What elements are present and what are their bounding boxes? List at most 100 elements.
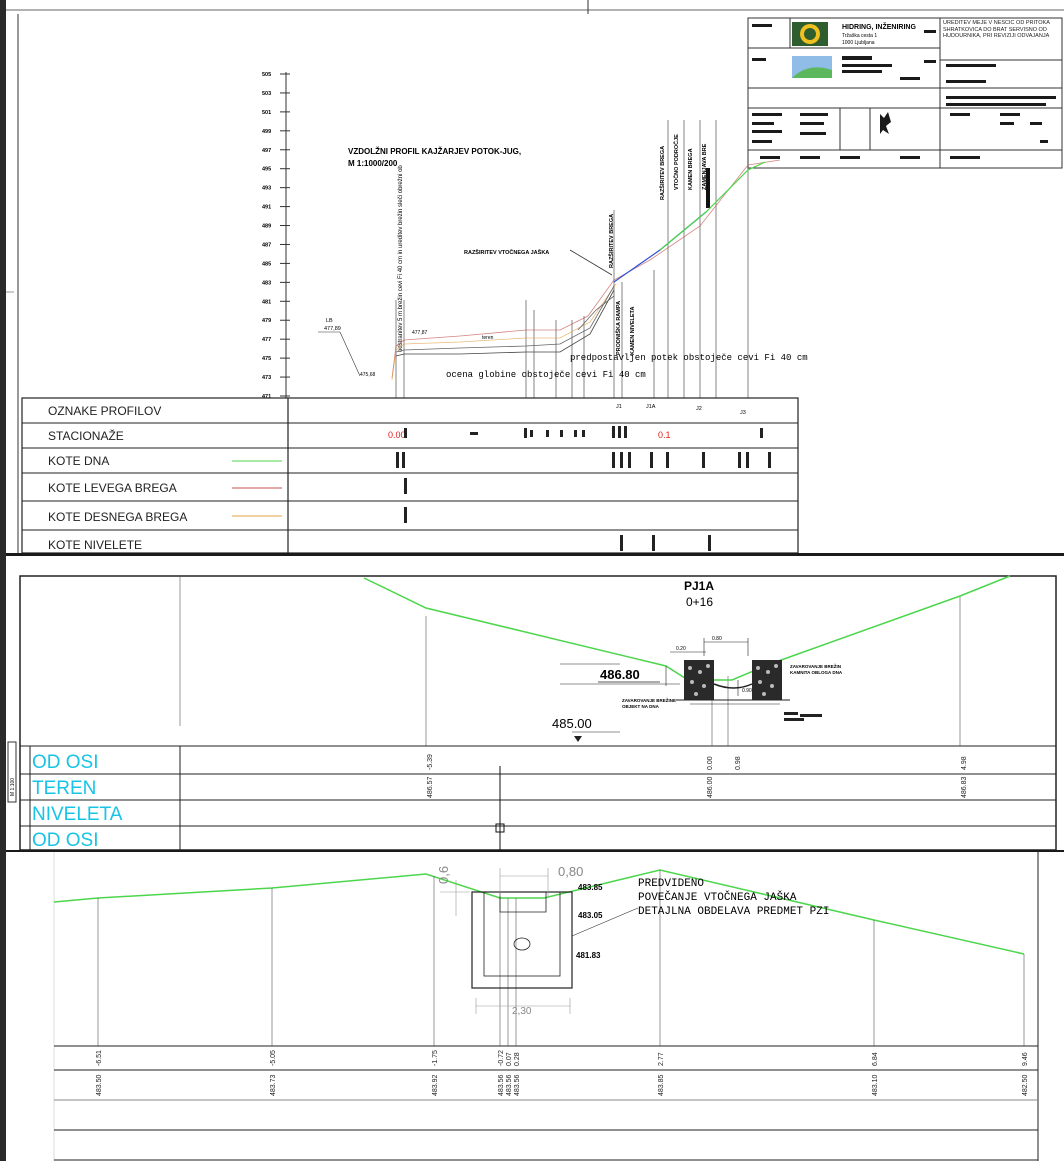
cross-section-pj1a-drawing: M 1:100 PJ1A 0+16 0.80 0.20 0.90 486 — [0, 556, 1064, 850]
dim-side: 0,6 — [436, 866, 451, 884]
svg-text:RAZŠIRITEV BREGA: RAZŠIRITEV BREGA — [607, 214, 615, 268]
label-bottom: KAMNITA OBLOGA DNA — [790, 670, 843, 675]
axis-tick-label: 477 — [262, 337, 271, 343]
axis-tick-label: 489 — [262, 224, 271, 230]
terrain-value: 483.56 — [498, 1074, 505, 1096]
axis-tick-label: 499 — [262, 129, 271, 135]
mark-j2: J2 — [696, 406, 702, 412]
offset-value: -0.72 — [498, 1050, 505, 1066]
note-line2: POVEČANJE VTOČNEGA JAŠKA — [638, 890, 797, 904]
cleaning-note: odstranitev 5 m brežin cevi Fi 40 cm in … — [398, 165, 404, 352]
axis-tick-label: 495 — [262, 167, 271, 173]
dim-top: 0,80 — [558, 864, 583, 879]
top-elevation: 486.80 — [600, 667, 640, 682]
svg-text:odstranitev 5 m brežin cevi Fi: odstranitev 5 m brežin cevi Fi 40 cm in … — [398, 165, 404, 352]
axis-tick-label: 505 — [262, 72, 271, 78]
project-description: UREDITEV MEJE V NEŠČIČ OD PRITOKA SHRATK… — [943, 20, 1050, 39]
terrain-value: 482.50 — [1022, 1074, 1029, 1096]
reference-elevation: 485.00 — [552, 716, 592, 731]
elev-c: 481.83 — [576, 951, 601, 960]
shaft-structure — [471, 891, 573, 989]
company-city: 1000 Ljubljana — [842, 40, 875, 46]
row-offset-2: OD OSI — [32, 830, 99, 850]
cross-section-pj1a-panel: M 1:100 PJ1A 0+16 0.80 0.20 0.90 486 — [0, 556, 1064, 852]
vertical-notes: RAZŠIRITEV BREGA PRODNIŠKA RAMPA KAMEN N… — [607, 134, 708, 355]
offset-value: -6.51 — [96, 1050, 103, 1066]
section-name: PJ1A — [684, 579, 714, 593]
shaft-table: -6.51483.50-5.05483.73-1.75483.92-0.7248… — [54, 1045, 1038, 1161]
row-profile-marks: OZNAKE PROFILOV — [48, 404, 161, 418]
profile-lines — [391, 159, 781, 381]
terrain-value: 483.85 — [658, 1074, 665, 1096]
left-elevation: 475,68 — [360, 372, 376, 378]
mark-j1: J1 — [616, 404, 622, 410]
planned-pipe-note: predpostavljen potek obstoječe cevi Fi 4… — [570, 353, 808, 363]
svg-text:M 1:100: M 1:100 — [10, 778, 16, 796]
shaft-detail-panel: 0,80 0,6 2,30 483.85 483.05 481.83 PREDV… — [0, 852, 1064, 1161]
axis-tick-label: 497 — [262, 148, 271, 154]
svg-text:VTOČNO PODROČJE: VTOČNO PODROČJE — [673, 134, 680, 190]
label-object: OBJEKT NA DNA — [622, 704, 660, 709]
terrain-value: 483.10 — [872, 1074, 879, 1096]
company-logo-icon — [792, 22, 828, 46]
shaft-detail-drawing: 0,80 0,6 2,30 483.85 483.05 481.83 PREDV… — [0, 852, 1064, 1161]
terrain-value: 483.73 — [270, 1074, 277, 1096]
station-start: 0.00 — [388, 430, 406, 440]
mid-elevation: 477,87 — [412, 330, 428, 336]
svg-text:PRODNIŠKA RAMPA: PRODNIŠKA RAMPA — [614, 301, 622, 355]
svg-text:0.98: 0.98 — [735, 756, 742, 770]
extension-note: RAZŠIRITEV VTOČNEGA JAŠKA — [464, 248, 549, 256]
offset-value: 0.07 — [506, 1052, 513, 1066]
redacted-fields — [752, 24, 1056, 159]
offset-value: -5.05 — [270, 1050, 277, 1066]
axis-tick-label: 471 — [262, 394, 271, 400]
elev-b: 483.05 — [578, 911, 603, 920]
axis-tick-label: 473 — [262, 375, 271, 381]
longitudinal-profile-drawing: HIDRING, INŽENIRING Tržaška cesta 1 1000… — [0, 0, 1064, 553]
offset-value: 0.28 — [514, 1052, 521, 1066]
svg-text:486.83: 486.83 — [961, 776, 968, 798]
svg-text:RAZŠIRITEV BREGA: RAZŠIRITEV BREGA — [658, 146, 666, 200]
dim-depth: 0.90 — [742, 688, 752, 694]
elev-a: 483.85 — [578, 883, 603, 892]
axis-tick-label: 487 — [262, 242, 271, 248]
svg-text:-5.39: -5.39 — [427, 754, 434, 770]
axis-tick-label: 475 — [262, 356, 271, 362]
row-grade: KOTE NIVELETE — [48, 538, 142, 552]
svg-text:KAMEN NIVELETA: KAMEN NIVELETA — [630, 306, 636, 355]
station-mid: 0.1 — [658, 430, 671, 440]
offset-value: -1.75 — [432, 1050, 439, 1066]
row-right-bank: KOTE DESNEGA BREGA — [48, 510, 187, 524]
cross-section-table: OD OSI TEREN NIVELETA OD OSI -5.39 0.00 … — [20, 745, 1056, 850]
profile-scale: M 1:1000/200 — [348, 159, 398, 168]
axis-tick-label: 503 — [262, 91, 271, 97]
elevation-axis: 5055035014994974954934914894874854834814… — [262, 72, 290, 400]
row-left-bank: KOTE LEVEGA BREGA — [48, 481, 177, 495]
axis-tick-label: 479 — [262, 318, 271, 324]
dim-wall: 0.20 — [676, 646, 686, 652]
profile-title: VZDOLŽNI PROFIL KAJŽARJEV POTOK-JUG, — [348, 147, 521, 156]
svg-text:ZAMENJAVA BRE: ZAMENJAVA BRE — [702, 143, 708, 190]
terrain-value: 483.92 — [432, 1074, 439, 1096]
depth-note: ocena globine obstoječe cevi Fi 40 cm — [446, 370, 646, 380]
svg-text:4.98: 4.98 — [961, 756, 968, 770]
mark-j3: J3 — [740, 410, 746, 416]
axis-tick-label: 483 — [262, 280, 271, 286]
terrain-label: teren — [482, 335, 494, 341]
elevation-marker-icon — [574, 736, 582, 742]
pipe-icon — [513, 937, 531, 951]
row-bottom-elev: KOTE DNA — [48, 454, 109, 468]
offset-value: 6.84 — [872, 1052, 879, 1066]
lb-elevation: 477,89 — [324, 326, 341, 332]
landscape-logo-icon — [792, 56, 832, 78]
svg-text:486.00: 486.00 — [707, 776, 714, 798]
svg-text:486.57: 486.57 — [427, 776, 434, 798]
company-street: Tržaška cesta 1 — [842, 33, 877, 39]
svg-text:0.00: 0.00 — [707, 756, 714, 770]
profile-table: OZNAKE PROFILOV STACIONAŽE KOTE DNA KOTE… — [21, 397, 799, 553]
row-grade: NIVELETA — [32, 804, 123, 825]
offset-value: 9.46 — [1022, 1052, 1029, 1066]
axis-tick-label: 485 — [262, 261, 271, 267]
axis-tick-label: 501 — [262, 110, 271, 116]
company-name: HIDRING, INŽENIRING — [842, 22, 916, 31]
